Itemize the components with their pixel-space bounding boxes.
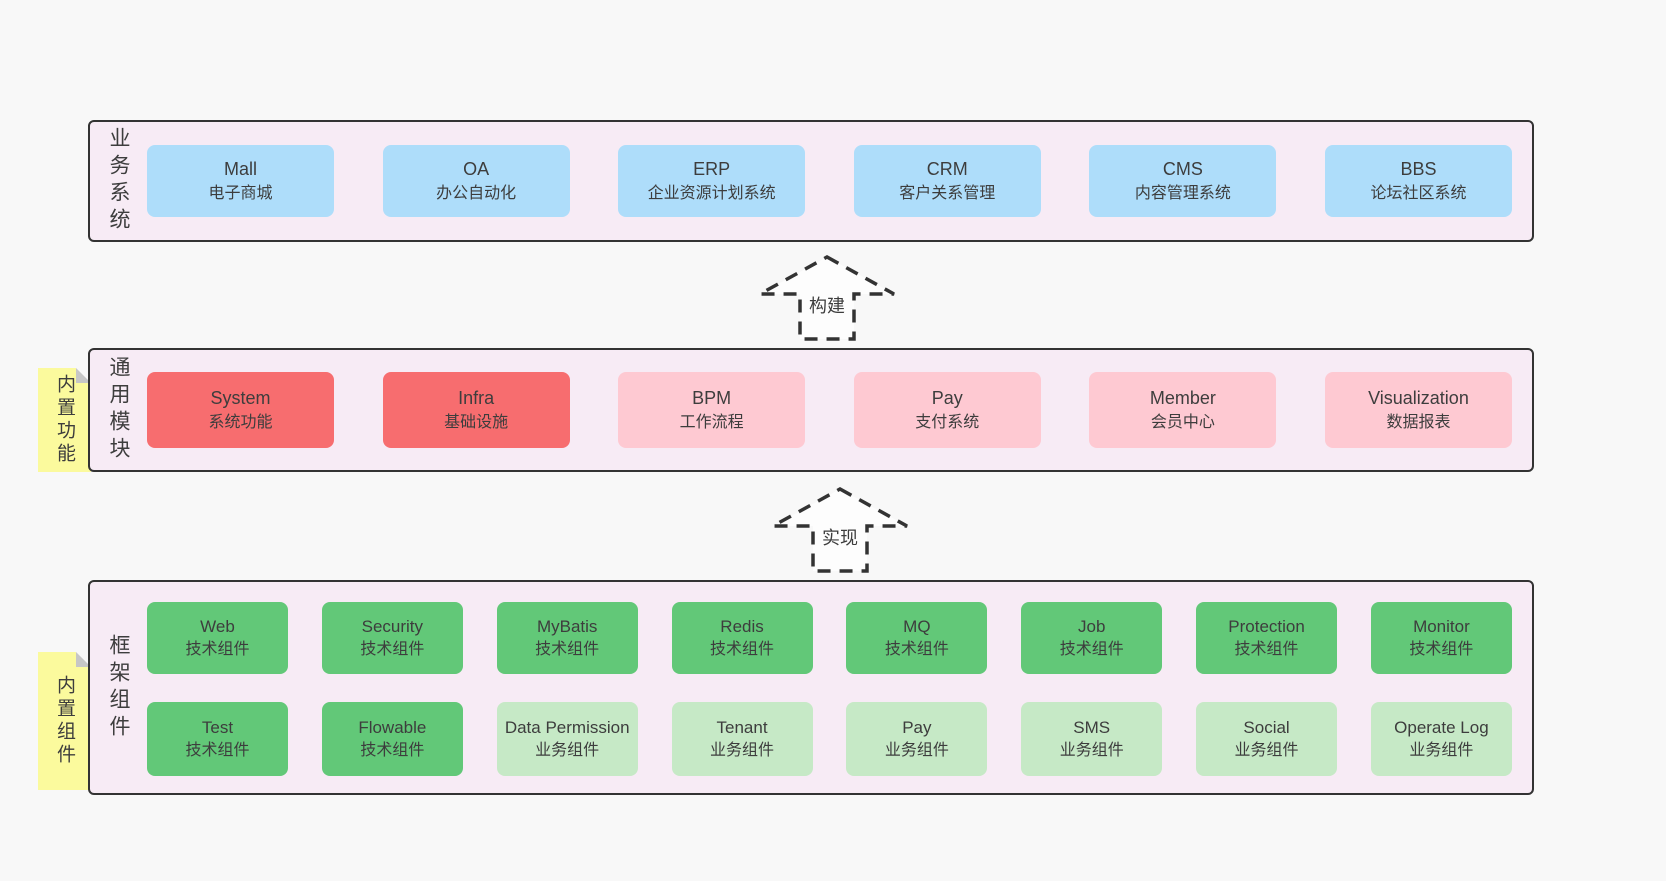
box-infra: Infra 基础设施: [382, 372, 570, 448]
box-pay: Pay 支付系统: [853, 372, 1041, 448]
box-mq: MQ 技术组件: [846, 602, 988, 674]
box-test: Test 技术组件: [147, 702, 288, 776]
box-pay-business: Pay 业务组件: [846, 702, 988, 776]
band-boxes-row: System 系统功能 Infra 基础设施 BPM 工作流程 Pay 支付系统…: [147, 350, 1512, 470]
box-protection: Protection 技术组件: [1196, 602, 1338, 674]
band-common-modules: 通用模块 System 系统功能 Infra 基础设施 BPM 工作流程 Pay…: [88, 348, 1534, 472]
band-framework-components: 框架组件 Web 技术组件 Security 技术组件 MyBatis 技术组件…: [88, 580, 1534, 795]
up-arrow-shape: [772, 487, 908, 573]
box-data-permission: Data Permission 业务组件: [496, 702, 638, 776]
band-boxes-row-2: Test 技术组件 Flowable 技术组件 Data Permission …: [147, 702, 1512, 776]
box-tenant: Tenant 业务组件: [671, 702, 813, 776]
arrow-label-implement: 实现: [822, 528, 858, 548]
box-member: Member 会员中心: [1089, 372, 1277, 448]
up-arrow-shape: [759, 255, 895, 341]
box-redis: Redis 技术组件: [671, 602, 813, 674]
sticky-note-label: 内置功能: [54, 374, 75, 466]
band-business-systems: 业务系统 Mall 电子商城 OA 办公自动化 ERP 企业资源计划系统 CRM…: [88, 120, 1534, 242]
box-bbs: BBS 论坛社区系统: [1324, 145, 1512, 217]
box-system: System 系统功能: [147, 372, 334, 448]
box-cms: CMS 内容管理系统: [1089, 145, 1277, 217]
band-vertical-label: 通用模块: [107, 356, 130, 464]
box-job: Job 技术组件: [1021, 602, 1163, 674]
box-bpm: BPM 工作流程: [618, 372, 806, 448]
box-security: Security 技术组件: [321, 602, 463, 674]
box-oa: OA 办公自动化: [382, 145, 570, 217]
band-boxes-row-1: Web 技术组件 Security 技术组件 MyBatis 技术组件 Redi…: [147, 602, 1512, 674]
sticky-note-builtin-components: 内置组件: [38, 652, 91, 790]
box-sms: SMS 业务组件: [1021, 702, 1163, 776]
box-mall: Mall 电子商城: [147, 145, 334, 217]
band-boxes-row: Mall 电子商城 OA 办公自动化 ERP 企业资源计划系统 CRM 客户关系…: [147, 122, 1512, 240]
band-vertical-label: 框架组件: [107, 633, 130, 742]
box-erp: ERP 企业资源计划系统: [618, 145, 806, 217]
band-vertical-label: 业务系统: [107, 127, 130, 235]
box-monitor: Monitor 技术组件: [1370, 602, 1512, 674]
up-arrow-implement: 实现: [772, 487, 908, 573]
box-operate-log: Operate Log 业务组件: [1370, 702, 1512, 776]
box-social: Social 业务组件: [1196, 702, 1338, 776]
box-mybatis: MyBatis 技术组件: [496, 602, 638, 674]
box-crm: CRM 客户关系管理: [853, 145, 1041, 217]
sticky-note-label: 内置组件: [54, 675, 75, 767]
box-web: Web 技术组件: [147, 602, 288, 674]
up-arrow-build: 构建: [759, 255, 895, 341]
sticky-note-builtin-features: 内置功能: [38, 368, 91, 472]
box-flowable: Flowable 技术组件: [321, 702, 463, 776]
arrow-label-build: 构建: [809, 296, 845, 316]
box-visualization: Visualization 数据报表: [1324, 372, 1512, 448]
